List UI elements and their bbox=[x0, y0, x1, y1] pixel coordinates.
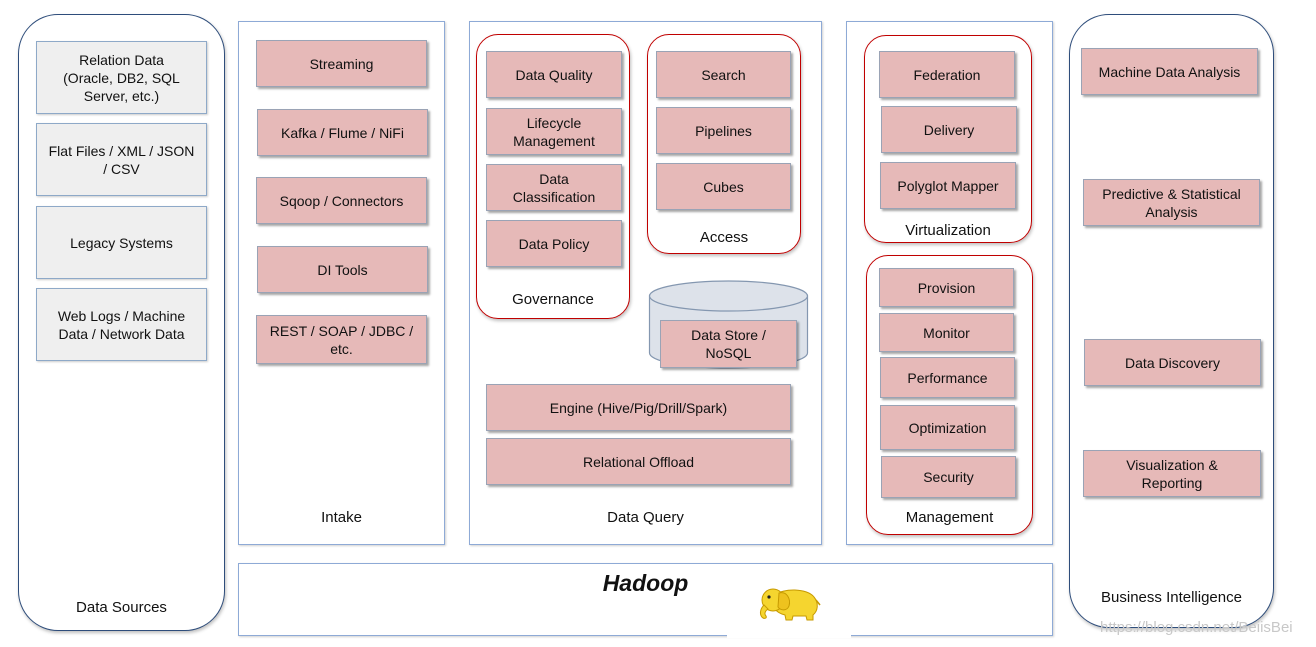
data-sources-label: Data Sources bbox=[76, 599, 167, 616]
virtualization-label: Virtualization bbox=[905, 222, 991, 239]
intake-label: Intake bbox=[321, 509, 362, 526]
data-query-label: Data Query bbox=[607, 509, 684, 526]
access-item-search: Search bbox=[656, 51, 791, 98]
source-item-flat-files: Flat Files / XML / JSON / CSV bbox=[36, 123, 207, 196]
governance-item-data-policy: Data Policy bbox=[486, 220, 622, 267]
business-intelligence-label: Business Intelligence bbox=[1101, 589, 1242, 606]
governance-item-data-quality: Data Quality bbox=[486, 51, 622, 98]
access-item-pipelines: Pipelines bbox=[656, 107, 791, 154]
access-label: Access bbox=[699, 229, 749, 246]
source-item-legacy-systems: Legacy Systems bbox=[36, 206, 207, 279]
management-item-optimization: Optimization bbox=[880, 405, 1015, 450]
source-item-web-logs: Web Logs / Machine Data / Network Data bbox=[36, 288, 207, 361]
intake-item-streaming: Streaming bbox=[256, 40, 427, 87]
elephant-eye bbox=[767, 595, 771, 599]
elephant-ear bbox=[777, 592, 790, 611]
management-label: Management bbox=[905, 509, 994, 526]
intake-item-kafka-flume-nifi: Kafka / Flume / NiFi bbox=[257, 109, 428, 156]
intake-item-sqoop-connectors: Sqoop / Connectors bbox=[256, 177, 427, 224]
watermark-text: https://blog.csdn.net/BeiisBei bbox=[1100, 619, 1293, 636]
data-store-box: Data Store / NoSQL bbox=[660, 320, 797, 368]
bi-item-visualization-reporting: Visualization & Reporting bbox=[1083, 450, 1261, 497]
virtualization-item-delivery: Delivery bbox=[881, 106, 1017, 153]
hadoop-label: Hadoop bbox=[602, 570, 689, 596]
management-item-security: Security bbox=[881, 456, 1016, 498]
intake-item-rest-soap-jdbc: REST / SOAP / JDBC / etc. bbox=[256, 315, 427, 364]
cylinder-top bbox=[648, 280, 809, 312]
intake-item-di-tools: DI Tools bbox=[257, 246, 428, 293]
bi-item-predictive-statistical-analysis: Predictive & Statistical Analysis bbox=[1083, 179, 1260, 226]
source-item-relation-data: Relation Data (Oracle, DB2, SQL Server, … bbox=[36, 41, 207, 114]
access-group bbox=[647, 34, 801, 254]
hadoop-bar bbox=[238, 563, 1053, 636]
access-item-cubes: Cubes bbox=[656, 163, 791, 210]
governance-item-data-classification: Data Classification bbox=[486, 164, 622, 211]
bi-item-machine-data-analysis: Machine Data Analysis bbox=[1081, 48, 1258, 95]
virtualization-item-federation: Federation bbox=[879, 51, 1015, 98]
elephant-trunk bbox=[760, 604, 769, 619]
engine-box: Engine (Hive/Pig/Drill/Spark) bbox=[486, 384, 791, 431]
management-group bbox=[866, 255, 1033, 535]
hadoop-elephant-logo-icon bbox=[760, 588, 821, 621]
business-intelligence-column bbox=[1069, 14, 1274, 628]
bi-item-data-discovery: Data Discovery bbox=[1084, 339, 1261, 386]
virtualization-item-polyglot-mapper: Polyglot Mapper bbox=[880, 162, 1016, 209]
virtualization-group bbox=[864, 35, 1032, 243]
management-item-provision: Provision bbox=[879, 268, 1014, 307]
governance-item-lifecycle-management: Lifecycle Management bbox=[486, 108, 622, 155]
governance-label: Governance bbox=[512, 291, 594, 308]
hadoop-logo-backdrop bbox=[727, 624, 851, 638]
governance-group bbox=[476, 34, 630, 319]
management-item-performance: Performance bbox=[880, 357, 1015, 398]
management-item-monitor: Monitor bbox=[879, 313, 1014, 352]
relational-offload-box: Relational Offload bbox=[486, 438, 791, 485]
